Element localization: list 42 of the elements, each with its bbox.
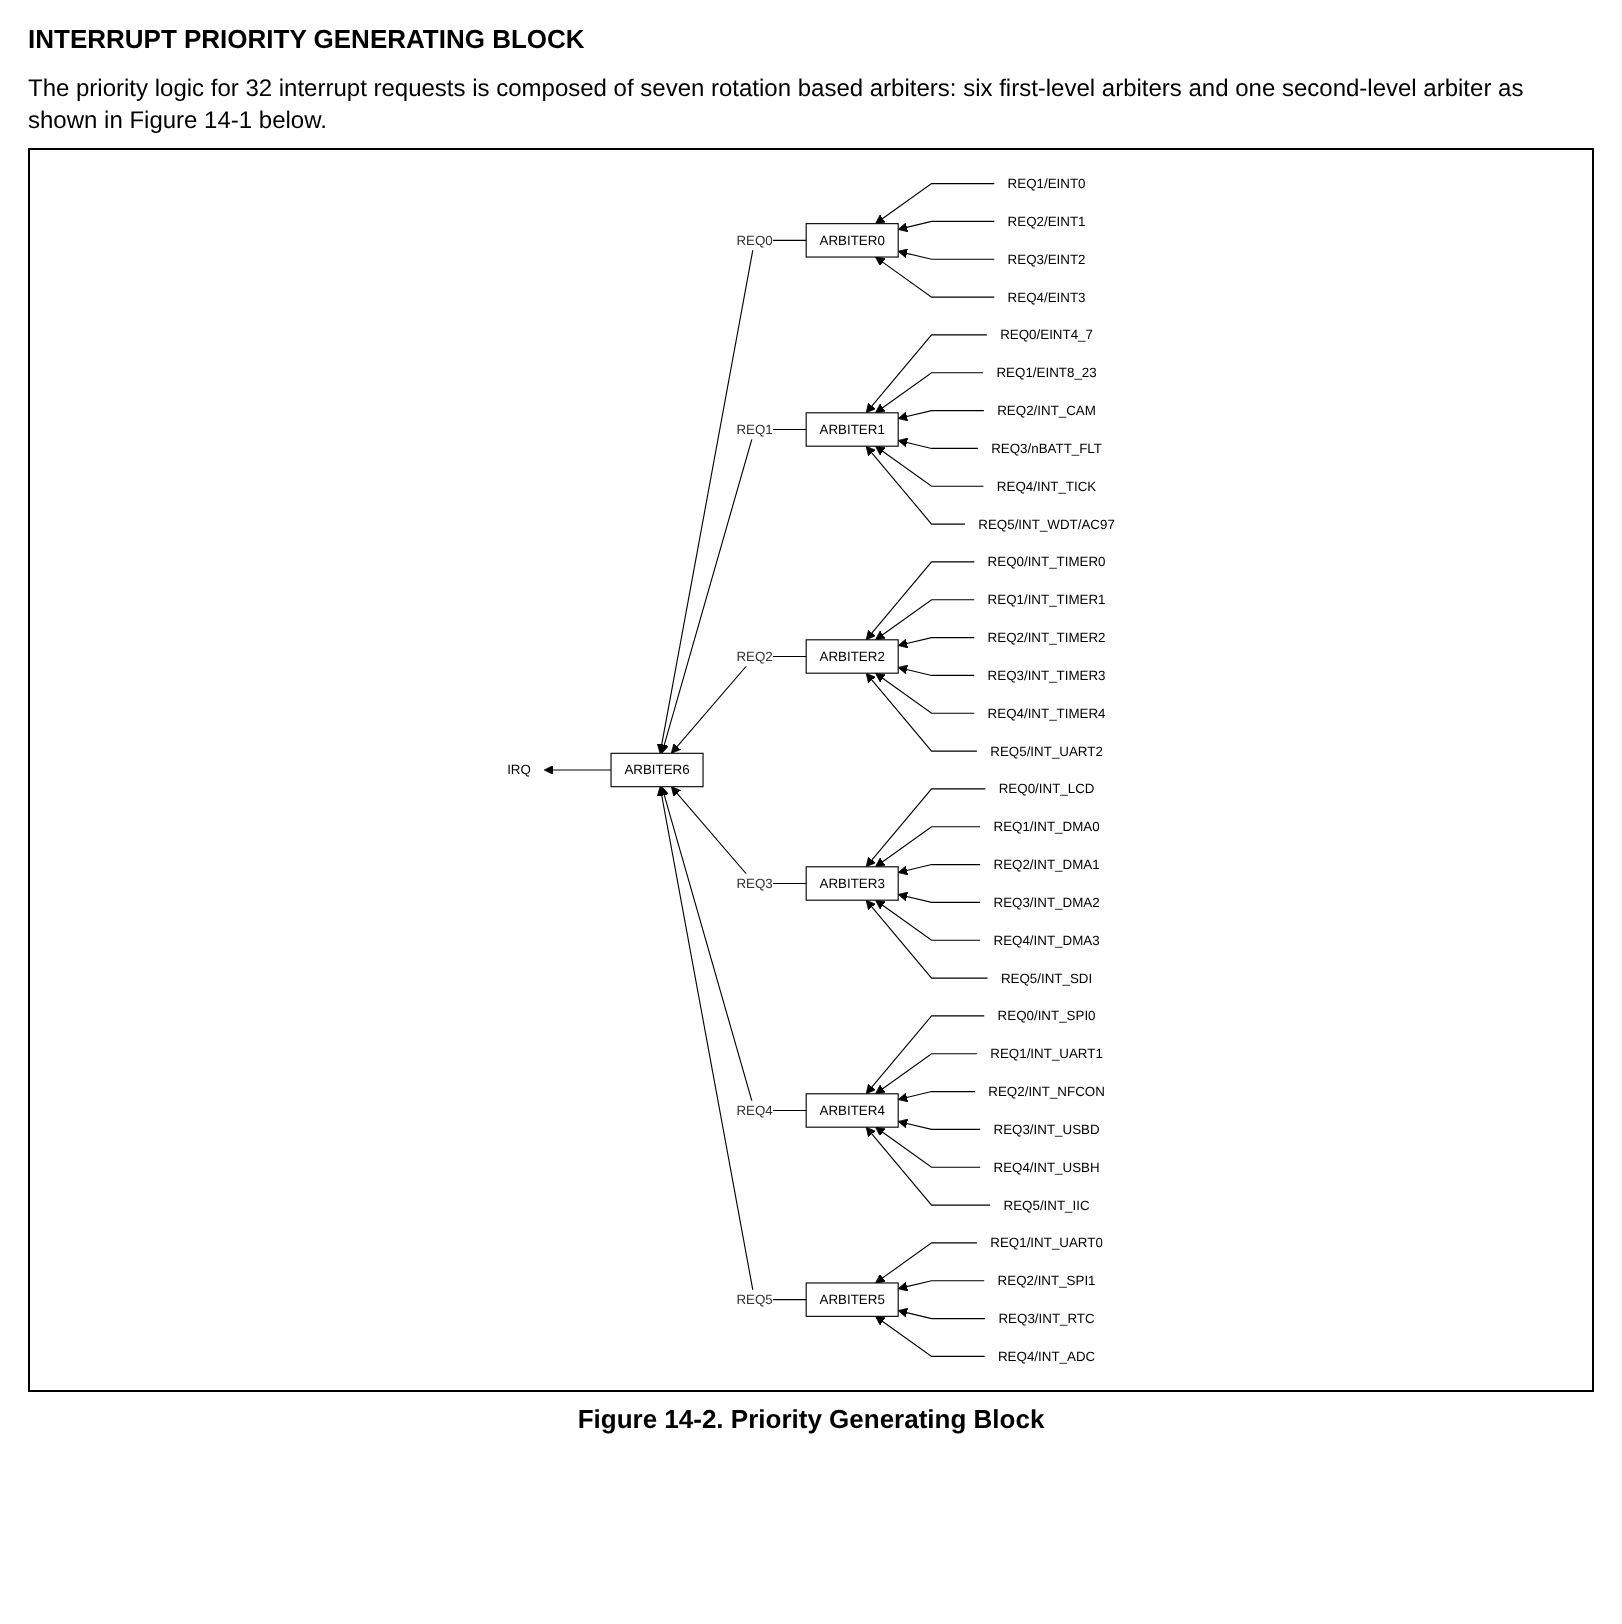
arrow <box>865 788 986 868</box>
arrow <box>865 446 966 525</box>
description-text: The priority logic for 32 interrupt requests is composed of seven rotation based arbiters: six first-level arbiters and one second-level arbiter as shown in Figure 14-1 below. <box>28 74 1526 137</box>
arrow <box>897 665 975 677</box>
arrow <box>865 900 989 979</box>
arrow <box>670 786 807 885</box>
arrow <box>543 765 612 776</box>
arrow <box>875 1053 978 1095</box>
arrow <box>875 1127 981 1169</box>
arrow <box>875 599 975 641</box>
arrow <box>865 673 978 752</box>
arrow <box>865 1127 991 1206</box>
figure-caption: Figure 14-2. Priority Generating Block <box>575 1404 1047 1435</box>
arrow <box>865 561 975 641</box>
arrow <box>875 900 981 942</box>
arrow <box>897 1308 986 1320</box>
arrow <box>897 1091 976 1103</box>
arrow <box>875 372 984 414</box>
arrow <box>897 1119 981 1131</box>
arrow <box>659 429 807 755</box>
arrow <box>875 446 985 488</box>
arrow <box>897 410 985 422</box>
arrow <box>670 656 807 755</box>
arrow <box>875 183 995 225</box>
arrow <box>865 334 988 414</box>
arrow <box>897 864 981 876</box>
arrow <box>875 826 981 868</box>
arrow <box>656 240 807 755</box>
arrow <box>875 673 975 715</box>
arrow <box>875 1316 986 1358</box>
arrow <box>897 248 995 261</box>
arrow <box>897 637 975 649</box>
arrow <box>897 438 979 450</box>
arrow <box>875 256 995 299</box>
arrow <box>656 786 807 1301</box>
arrow <box>897 221 995 233</box>
arrow <box>659 786 807 1112</box>
arrow <box>897 892 981 904</box>
arrow <box>897 1280 985 1292</box>
arrow <box>865 1015 985 1095</box>
arrow <box>875 1242 978 1284</box>
title: INTERRUPT PRIORITY GENERATING BLOCK <box>28 24 587 54</box>
